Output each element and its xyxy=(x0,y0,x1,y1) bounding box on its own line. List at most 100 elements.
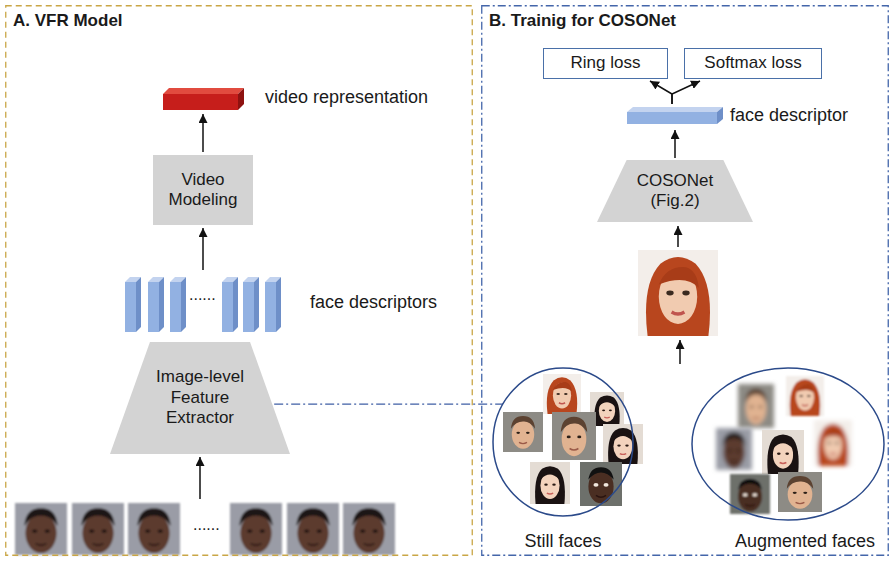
node-label: COSONet (Fig.2) xyxy=(630,171,720,212)
node-label: Softmax loss xyxy=(704,53,801,73)
panel-title: B. Trainig for COSONet xyxy=(489,11,676,31)
panel-border xyxy=(482,6,889,556)
node-label: Video Modeling xyxy=(159,170,247,211)
node-label: Ring loss xyxy=(571,53,641,73)
video-frame xyxy=(287,503,339,555)
bar-side xyxy=(276,277,281,332)
face-thumbnail xyxy=(778,472,822,512)
bar-top xyxy=(148,277,164,282)
face-thumbnail xyxy=(503,412,543,452)
bar-top xyxy=(170,277,186,282)
node-outline xyxy=(110,342,290,454)
flow-arrow xyxy=(674,130,676,158)
descriptor-bar: face descriptor xyxy=(625,104,887,128)
bar-front xyxy=(265,282,276,332)
bar-front xyxy=(148,282,159,332)
video-frame xyxy=(15,503,67,555)
bar-front xyxy=(170,282,181,332)
flow-arrow xyxy=(677,226,679,247)
flow-arrow xyxy=(679,340,681,364)
video-representation-block: video representation xyxy=(160,84,465,112)
node-label: face descriptor xyxy=(730,105,848,127)
flow-arrow xyxy=(202,114,204,152)
face-thumbnail xyxy=(552,412,596,460)
panel-border xyxy=(6,6,473,556)
set-label: Still faces xyxy=(524,531,601,553)
bar-side xyxy=(136,277,141,332)
bar-side xyxy=(717,107,723,124)
bar-front xyxy=(243,282,254,332)
panel-title: A. VFR Model xyxy=(13,11,123,31)
node-outline xyxy=(5,5,473,556)
bar-side xyxy=(159,277,164,332)
video-frame xyxy=(343,503,395,555)
bar-side xyxy=(233,277,238,332)
loss-box: Softmax loss xyxy=(684,48,822,79)
trapezoid-shape xyxy=(110,342,290,454)
face-thumbnail xyxy=(730,474,770,514)
block-side xyxy=(238,88,244,110)
bar-front xyxy=(125,282,136,332)
node-graphic xyxy=(125,277,281,332)
block-front xyxy=(163,94,238,110)
ellipsis: ...... xyxy=(189,286,216,304)
node-label: Image-level Feature Extractor xyxy=(150,367,250,428)
bar-side xyxy=(181,277,186,332)
node-outline xyxy=(493,366,635,554)
image-set-circle: Augmented faces xyxy=(690,366,888,554)
node-label: face descriptors xyxy=(310,292,437,314)
sample-face-image xyxy=(638,250,718,336)
process-box: Video Modeling xyxy=(153,155,253,225)
node-outline xyxy=(160,84,465,112)
panel-frame: Ring loss Softmax loss face descriptorCOSO… xyxy=(481,5,889,556)
bar-top xyxy=(265,277,281,282)
set-circle xyxy=(692,368,884,520)
loss-box: Ring loss xyxy=(543,48,668,79)
node-label: video representation xyxy=(265,87,428,109)
node-outline xyxy=(625,104,887,128)
node-outline xyxy=(690,366,888,554)
video-frame xyxy=(230,503,282,555)
face-thumbnail xyxy=(580,462,622,506)
flow-arrow xyxy=(202,228,204,270)
bar-side xyxy=(254,277,259,332)
dash-dot-link xyxy=(274,403,503,404)
face-thumbnail xyxy=(543,374,581,414)
bar-front xyxy=(222,282,233,332)
ellipsis: ...... xyxy=(193,516,220,534)
set-label: Augmented faces xyxy=(735,531,875,553)
face-thumbnail xyxy=(814,420,852,466)
input-frames xyxy=(15,503,395,555)
video-frame xyxy=(72,503,124,555)
bar-top xyxy=(627,107,723,112)
flow-arrow xyxy=(650,81,672,104)
bar-top xyxy=(243,277,259,282)
video-frame xyxy=(128,503,180,555)
set-circle xyxy=(493,368,633,516)
still-face-thumbnails xyxy=(503,374,643,506)
augmented-face-thumbnails xyxy=(716,376,852,514)
bar-top xyxy=(125,277,141,282)
node-outline xyxy=(122,272,467,334)
extractor-trapezoid: Image-level Feature Extractor xyxy=(110,342,290,454)
image-set-circle: Still faces xyxy=(493,366,635,554)
face-thumbnail xyxy=(738,384,774,428)
panel-frame: video representationVideo Modeling face d… xyxy=(5,5,473,556)
block-top xyxy=(163,88,244,94)
network-trapezoid: COSONet (Fig.2) xyxy=(597,160,753,222)
flow-arrow xyxy=(672,81,700,104)
trapezoid-shape xyxy=(597,160,753,222)
flow-arrow xyxy=(199,457,201,499)
bar-top xyxy=(222,277,238,282)
node-outline xyxy=(597,160,753,222)
face-thumbnail xyxy=(530,462,570,504)
bar-front xyxy=(627,112,717,124)
descriptor-stack: face descriptors xyxy=(122,272,467,334)
node-outline xyxy=(481,5,889,556)
node-graphic xyxy=(627,107,723,124)
face-thumbnail xyxy=(786,376,824,416)
face-thumbnail xyxy=(603,424,643,464)
face-thumbnail xyxy=(762,430,804,474)
